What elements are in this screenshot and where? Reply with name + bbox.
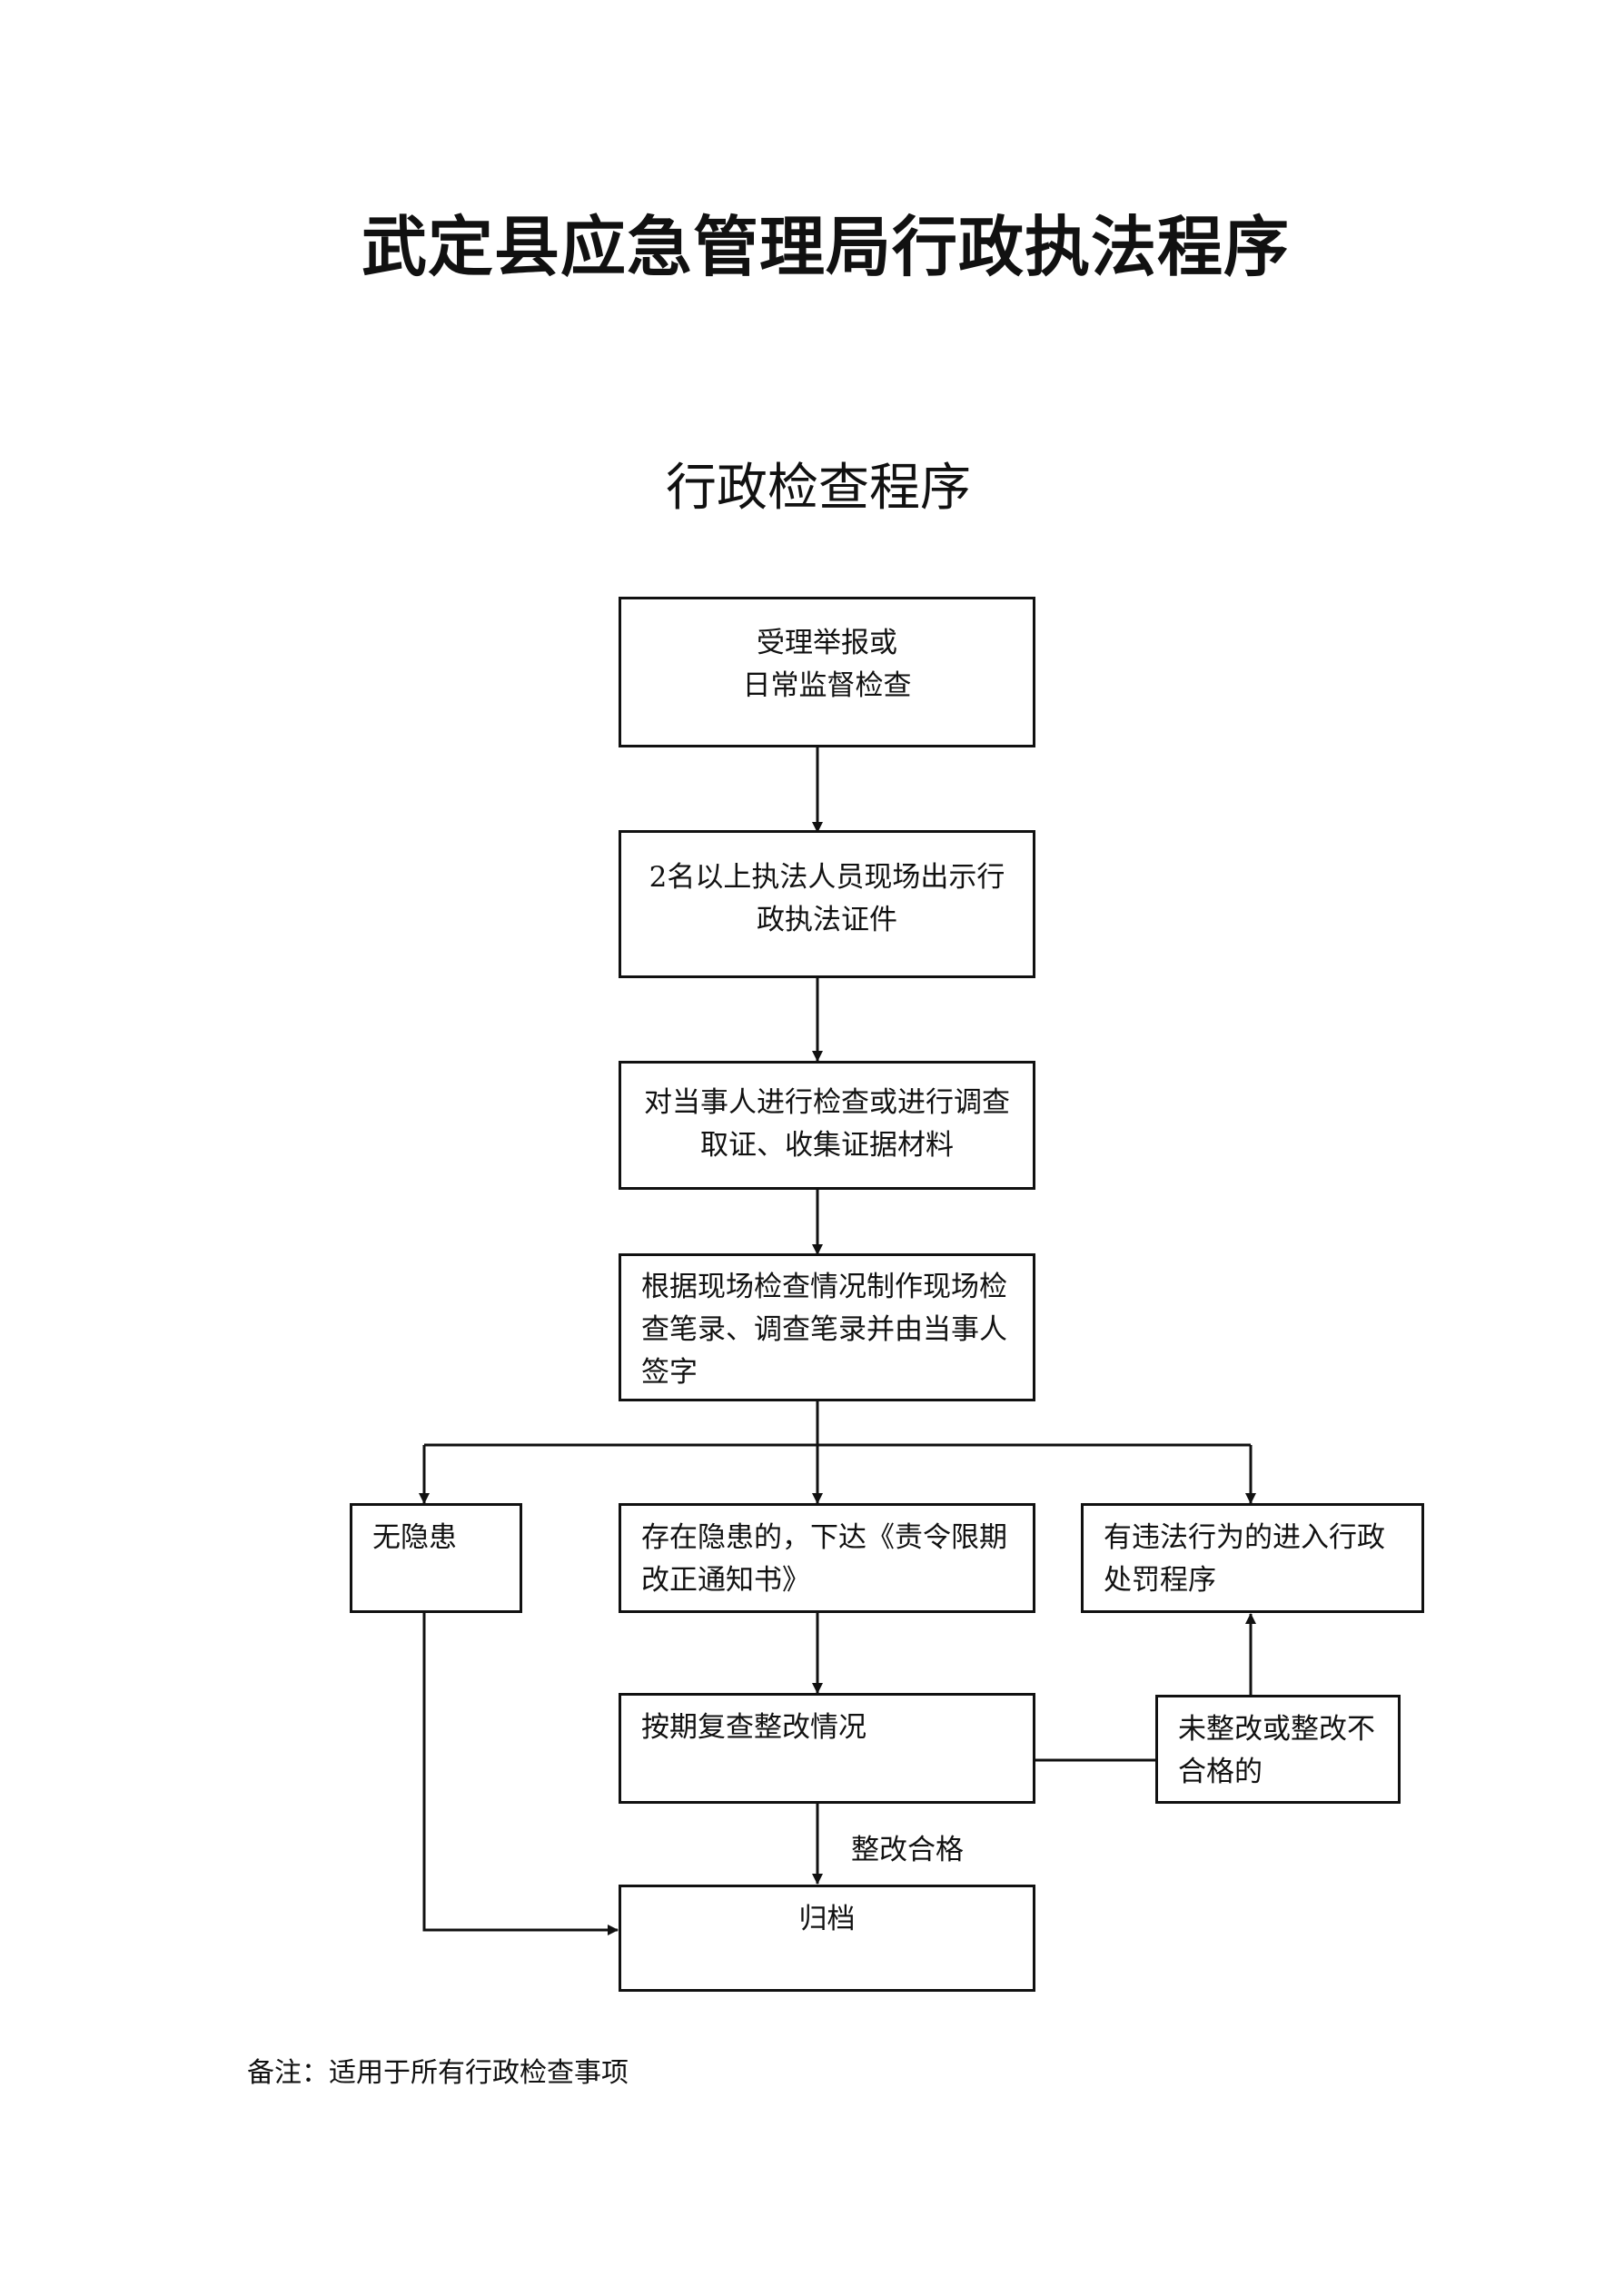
document-note: 备注：适用于所有行政检查事项 bbox=[247, 2057, 629, 2089]
node-hazard-rectification-notice-text: 存在隐患的，下达《责令限期 改正通知书》 bbox=[641, 1521, 1007, 1597]
node-accept-report: 受理举报或 日常监督检查 bbox=[619, 597, 1035, 747]
node-show-credentials-text: 2名以上执法人员现场出示行 政执法证件 bbox=[649, 861, 1005, 936]
edge-label-rectified: 整改合格 bbox=[851, 1834, 964, 1866]
arrow-no-hazard-to-archive bbox=[422, 1613, 619, 1935]
node-make-records-text: 根据现场检查情况制作现场检 查笔录、调查笔录并由当事人 签字 bbox=[641, 1271, 1007, 1389]
node-recheck-rectification: 按期复查整改情况 bbox=[619, 1693, 1035, 1804]
node-no-hazard-text: 无隐患 bbox=[372, 1521, 457, 1554]
node-recheck-rectification-text: 按期复查整改情况 bbox=[641, 1711, 866, 1744]
node-inspect-collect-evidence-text: 对当事人进行检查或进行调查 取证、收集证据材料 bbox=[644, 1086, 1010, 1162]
node-violation-penalty: 有违法行为的进入行政 处罚程序 bbox=[1081, 1503, 1424, 1613]
node-show-credentials: 2名以上执法人员现场出示行 政执法证件 bbox=[619, 830, 1035, 978]
node-hazard-rectification-notice: 存在隐患的，下达《责令限期 改正通知书》 bbox=[619, 1503, 1035, 1613]
node-inspect-collect-evidence: 对当事人进行检查或进行调查 取证、收集证据材料 bbox=[619, 1061, 1035, 1190]
document-title: 武定县应急管理局行政执法程序 bbox=[361, 208, 1291, 285]
node-no-hazard: 无隐患 bbox=[350, 1503, 522, 1613]
node-violation-penalty-text: 有违法行为的进入行政 处罚程序 bbox=[1104, 1521, 1385, 1597]
node-not-rectified: 未整改或整改不 合格的 bbox=[1155, 1695, 1401, 1804]
section-subtitle: 行政检查程序 bbox=[666, 459, 971, 518]
node-archive: 归档 bbox=[619, 1885, 1035, 1992]
node-not-rectified-text: 未整改或整改不 合格的 bbox=[1178, 1713, 1375, 1788]
node-archive-text: 归档 bbox=[798, 1903, 856, 1935]
node-accept-report-text: 受理举报或 日常监督检查 bbox=[742, 627, 912, 702]
node-make-records: 根据现场检查情况制作现场检 查笔录、调查笔录并由当事人 签字 bbox=[619, 1253, 1035, 1401]
